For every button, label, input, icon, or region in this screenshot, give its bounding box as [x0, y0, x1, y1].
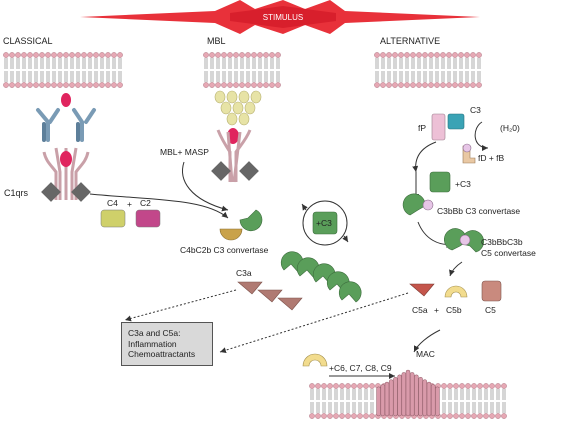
mbl-stalks: [214, 90, 262, 126]
cycle-arrow-top: [301, 203, 308, 211]
h2o-label: (H₂0): [500, 123, 520, 133]
dotted-arrow-c3a: [124, 289, 237, 322]
alt-arrow-curve-1: [412, 141, 437, 173]
c3-cycle: +C3: [301, 200, 349, 246]
stimulus-burst: STIMULUS: [80, 0, 480, 34]
antigen-classical: [61, 93, 71, 107]
c3a-fragment-1: [237, 281, 263, 295]
c2-block: [135, 209, 161, 228]
cycle-c3-block: [312, 211, 338, 235]
stimulus-core: [230, 6, 336, 28]
arrow-mbl-to-convertase: [182, 161, 229, 212]
inflammation-info-box: C3a and C5a: Inflammation Chemoattractan…: [121, 322, 213, 366]
c5b-label: C5b: [446, 305, 462, 315]
box-line-1: C3a and C5a:: [128, 328, 181, 338]
membrane-alternative: [374, 52, 482, 88]
c1r-diamond-left: [41, 182, 61, 202]
h2o-cycle-arrow: [474, 121, 489, 151]
c5b-yellow-cup: [444, 285, 468, 298]
mbl-masp-label: MBL+ MASP: [160, 147, 209, 157]
alternative-title: ALTERNATIVE: [380, 36, 440, 46]
c5-cleavage: C5a + C5b C5: [409, 280, 502, 315]
cycle-c3-label: +C3: [316, 218, 332, 228]
fd-fb-label: fD + fB: [478, 153, 505, 163]
c5conv-label-2: C5 convertase: [481, 248, 536, 258]
c3a-fragment-2: [257, 289, 283, 303]
c3-teal-block: [447, 113, 465, 130]
alt-c3-green-block: [429, 171, 451, 193]
arrow-classical-to-convertase: [89, 193, 229, 219]
c5-label: C5: [485, 305, 496, 315]
antigen-c1q: [60, 151, 72, 167]
c1s-diamond-right: [71, 182, 91, 202]
antibody-left: [36, 108, 60, 142]
c2-label: C2: [140, 198, 151, 208]
c5-block: [481, 280, 502, 302]
fp-block: [431, 113, 446, 141]
membrane-classical: [3, 52, 123, 88]
c2b-green-pac: [239, 209, 263, 232]
mbl-pathway: MBL+ MASP: [160, 90, 262, 212]
alt-arrow-to-c5: [449, 261, 463, 277]
box-line-3: Chemoattractants: [128, 349, 196, 359]
c1qrs-label: C1qrs: [4, 188, 29, 198]
c4bc2b-convertase: C4bC2b C3 convertase: [180, 209, 269, 255]
box-line-2: Inflammation: [128, 338, 177, 349]
masp-diamond-left: [211, 161, 231, 181]
c5conv-bb-circle: [459, 234, 471, 246]
alternative-pathway: fP C3 (H₂0) fD + fB +C3 C3bBb C3 convert…: [402, 105, 536, 277]
plus-c4-c2: +: [127, 199, 132, 209]
classical-title: CLASSICAL: [3, 36, 53, 46]
c3-cleavage-products: C3a: [236, 251, 362, 311]
mbl-stalk-lines: [216, 129, 252, 183]
masp-diamond-right: [239, 161, 259, 181]
fd-circle: [462, 143, 472, 153]
c1q-complex: [41, 147, 91, 202]
fp-label: fP: [418, 123, 426, 133]
plus-c5a-c5b: +: [434, 305, 439, 315]
c3a-label: C3a: [236, 268, 252, 278]
c3a-fragment-3: [277, 297, 303, 311]
mac-region: +C6, C7, C8, C9 MAC: [302, 349, 440, 417]
classical-pathway: C1qrs C4 + C2: [4, 93, 229, 228]
mac-label: MAC: [416, 349, 435, 359]
mbl-title: MBL: [207, 36, 226, 46]
c4-block: [100, 209, 126, 228]
antibody-right: [72, 108, 96, 142]
stimulus-label: STIMULUS: [263, 13, 303, 22]
c5a-fragment: [409, 283, 435, 297]
c3bbb-green-pac: [402, 193, 426, 216]
c3bbb-bb-circle: [422, 199, 434, 211]
c3-top-label: C3: [470, 105, 481, 115]
c4-label: C4: [107, 198, 118, 208]
arrow-c5b-to-mac: [413, 329, 441, 353]
c3bbb-label: C3bBb C3 convertase: [437, 206, 520, 216]
cycle-arrow-bottom: [342, 235, 349, 243]
alt-plus-c3-label: +C3: [455, 179, 471, 189]
c5a-label: C5a: [412, 305, 428, 315]
c4b-tan-cup: [219, 228, 243, 241]
c6-c9-label: +C6, C7, C8, C9: [329, 363, 392, 373]
c4bc2b-label: C4bC2b C3 convertase: [180, 245, 269, 255]
cycle-circle: [302, 200, 348, 246]
c3b-green-chain: [280, 251, 362, 303]
c5conv-label-1: C3bBbC3b: [481, 237, 523, 247]
mac-c5b-cup: [302, 353, 328, 367]
dotted-arrow-c5a: [219, 292, 409, 354]
mac-pore: [376, 369, 440, 417]
membrane-mbl: [203, 52, 281, 88]
